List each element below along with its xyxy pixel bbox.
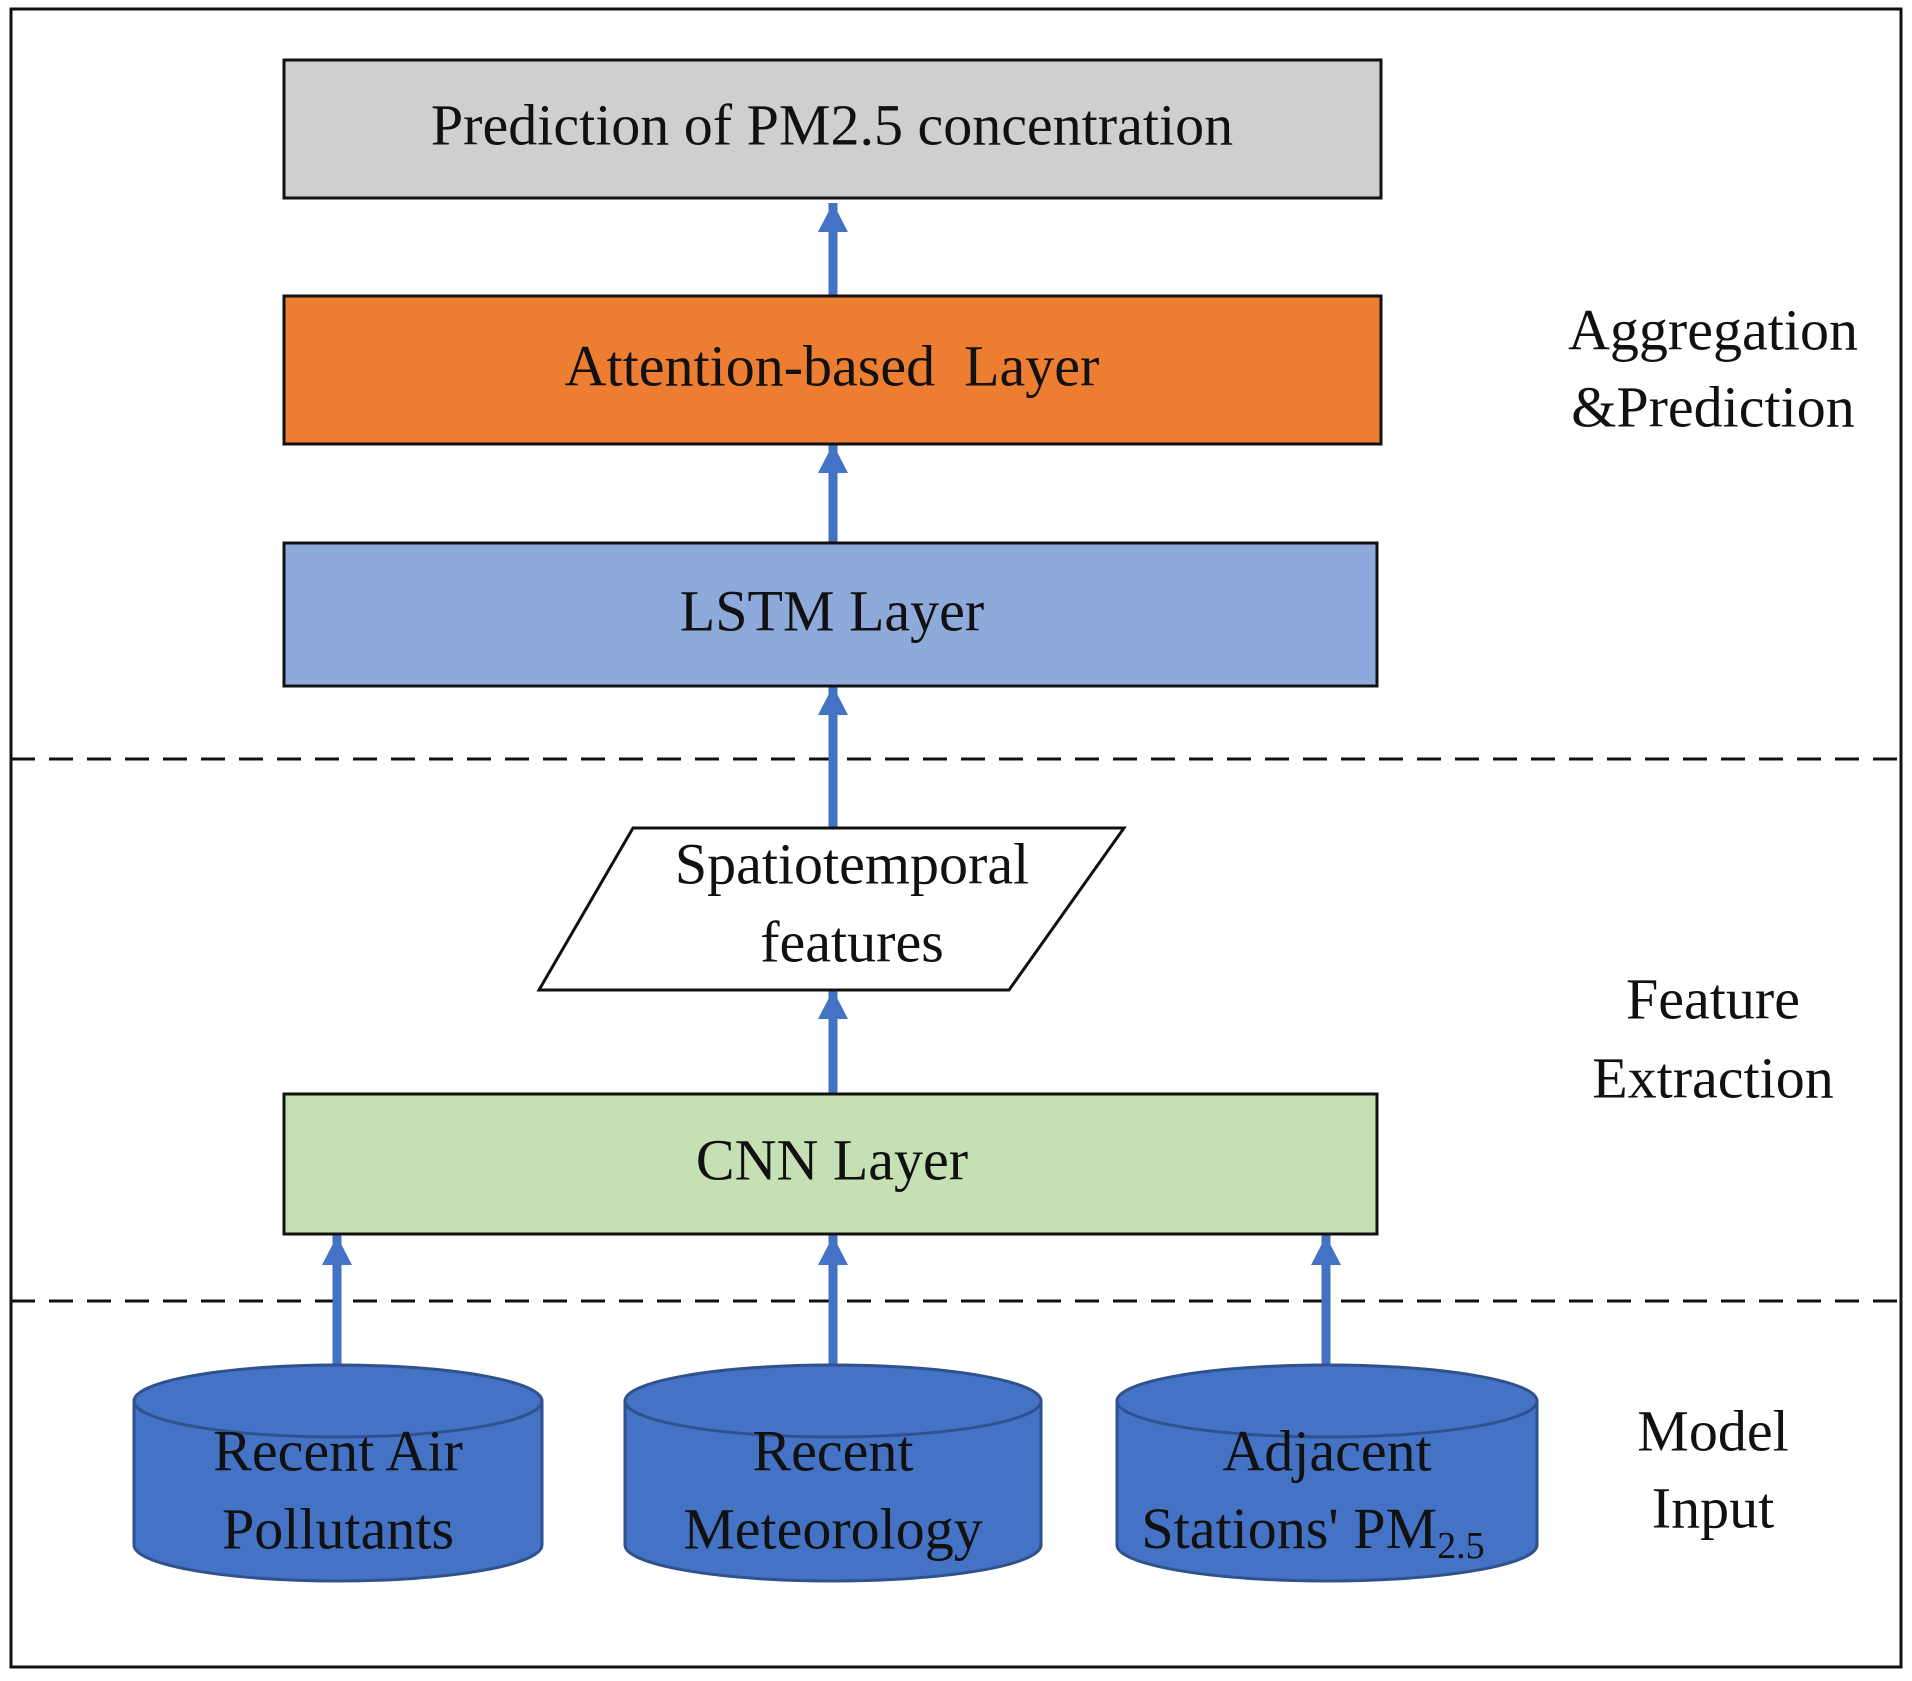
input-label-line1: Recent Air <box>213 1418 463 1483</box>
prediction-box-rect <box>282 58 1383 200</box>
cylinder-top <box>1115 1363 1539 1439</box>
input-cylinder-air-pollutants: Recent Air Pollutants <box>132 1363 544 1583</box>
section-label-model-input: Model Input <box>1637 1398 1788 1540</box>
prediction-box-label: Prediction of PM2.5 concentration <box>431 92 1233 157</box>
features-parallelogram: Spatiotemporal features <box>536 826 1127 992</box>
features-label-line2: features <box>760 909 944 974</box>
cnn-box-rect <box>282 1092 1379 1236</box>
section-model-line1: Model <box>1637 1398 1788 1463</box>
prediction-box: Prediction of PM2.5 concentration <box>282 58 1383 200</box>
lstm-box: LSTM Layer <box>282 541 1379 688</box>
arrowhead-features <box>818 990 848 1019</box>
input-cylinder-meteorology: Recent Meteorology <box>623 1363 1043 1583</box>
input-label-line2: Stations' PM2.5 <box>1141 1496 1484 1566</box>
section-model-line2: Input <box>1652 1475 1774 1540</box>
attention-box-rect <box>282 294 1383 446</box>
lstm-box-rect <box>282 541 1379 688</box>
input-label-subscript: 2.5 <box>1437 1525 1485 1567</box>
cylinder-top <box>623 1363 1043 1439</box>
cylinder-top <box>132 1363 544 1439</box>
lstm-box-label: LSTM Layer <box>680 578 984 643</box>
arrowhead-input3 <box>1311 1236 1341 1265</box>
features-parallelogram-shape <box>536 826 1127 992</box>
arrowhead-lstm <box>818 686 848 715</box>
attention-box: Attention-based Layer <box>282 294 1383 446</box>
input-label-line1: Adjacent <box>1222 1418 1431 1483</box>
cnn-box: CNN Layer <box>282 1092 1379 1236</box>
input-label-line2: Pollutants <box>222 1496 454 1561</box>
section-label-aggregation: Aggregation &Prediction <box>1568 297 1858 439</box>
cylinder-body <box>1115 1399 1539 1583</box>
input-label-line1: Recent <box>752 1418 913 1483</box>
input-label-line2: Meteorology <box>683 1496 983 1561</box>
section-aggregation-line1: Aggregation <box>1568 297 1858 362</box>
input-cylinder-adjacent-stations: Adjacent Stations' PM2.5 <box>1115 1363 1539 1583</box>
arrowhead-input1 <box>322 1236 352 1265</box>
section-label-feature-extraction: Feature Extraction <box>1592 966 1834 1110</box>
section-feature-line2: Extraction <box>1592 1045 1834 1110</box>
arrowhead-input2 <box>818 1236 848 1265</box>
arrowhead-attention <box>818 444 848 473</box>
arrows <box>322 203 1341 1364</box>
section-aggregation-line2: &Prediction <box>1571 374 1855 439</box>
cylinder-body <box>132 1399 544 1583</box>
cnn-box-label: CNN Layer <box>696 1127 968 1192</box>
attention-box-label: Attention-based Layer <box>565 333 1100 398</box>
section-feature-line1: Feature <box>1626 966 1800 1031</box>
arrowhead-prediction <box>818 203 848 232</box>
features-label-line1: Spatiotemporal <box>675 831 1029 896</box>
input-label-line2-main: Stations' PM <box>1141 1496 1437 1561</box>
cylinder-body <box>623 1399 1043 1583</box>
